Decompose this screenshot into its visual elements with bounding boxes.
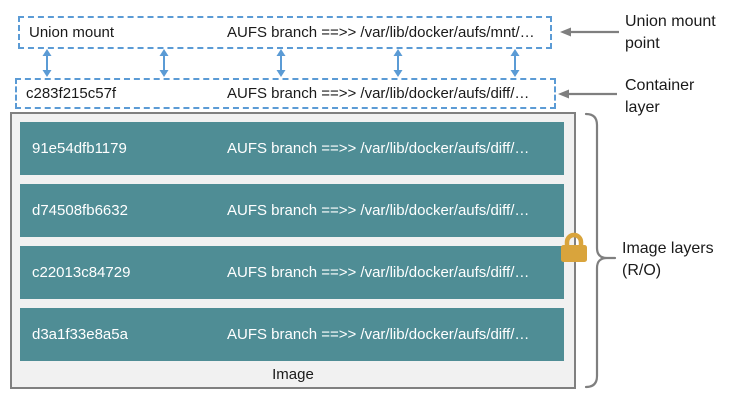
container-layer-path: AUFS branch ==>> /var/lib/docker/aufs/di… bbox=[227, 85, 530, 102]
double-arrow-icon bbox=[159, 49, 169, 77]
double-arrow-icon bbox=[510, 49, 520, 77]
layer-path: AUFS branch ==>> /var/lib/docker/aufs/di… bbox=[227, 202, 530, 219]
double-arrow-icon bbox=[42, 49, 52, 77]
image-layer-row: 91e54dfb1179 AUFS branch ==>> /var/lib/d… bbox=[20, 122, 564, 175]
lock-icon bbox=[556, 229, 592, 270]
layer-id: d74508fb6632 bbox=[32, 202, 128, 219]
union-mount-path: AUFS branch ==>> /var/lib/docker/aufs/mn… bbox=[227, 24, 535, 41]
layer-id: c22013c84729 bbox=[32, 264, 131, 281]
layer-id: d3a1f33e8a5a bbox=[32, 326, 128, 343]
image-box: 91e54dfb1179 AUFS branch ==>> /var/lib/d… bbox=[10, 112, 576, 389]
layer-path: AUFS branch ==>> /var/lib/docker/aufs/di… bbox=[227, 140, 530, 157]
layer-path: AUFS branch ==>> /var/lib/docker/aufs/di… bbox=[227, 264, 530, 281]
union-mount-label: Union mount bbox=[29, 24, 115, 41]
union-mount-box: Union mount AUFS branch ==>> /var/lib/do… bbox=[18, 16, 552, 49]
container-layer-box: c283f215c57f AUFS branch ==>> /var/lib/d… bbox=[15, 78, 556, 109]
image-layers-brace bbox=[584, 112, 620, 394]
union-mount-point-label: Union mount point bbox=[625, 13, 716, 52]
union-mount-pointer-icon bbox=[560, 25, 620, 43]
image-caption: Image bbox=[272, 366, 314, 383]
double-arrow-icon bbox=[393, 49, 403, 77]
layer-path: AUFS branch ==>> /var/lib/docker/aufs/di… bbox=[227, 326, 530, 343]
image-layer-row: d74508fb6632 AUFS branch ==>> /var/lib/d… bbox=[20, 184, 564, 237]
container-layer-pointer-icon bbox=[558, 87, 618, 105]
image-layer-row: c22013c84729 AUFS branch ==>> /var/lib/d… bbox=[20, 246, 564, 299]
container-layer-label: Container layer bbox=[625, 77, 695, 116]
double-arrow-icon bbox=[276, 49, 286, 77]
container-layer-id: c283f215c57f bbox=[26, 85, 117, 102]
layer-id: 91e54dfb1179 bbox=[32, 140, 127, 157]
image-layers-label: Image layers (R/O) bbox=[622, 240, 714, 279]
image-layer-row: d3a1f33e8a5a AUFS branch ==>> /var/lib/d… bbox=[20, 308, 564, 361]
